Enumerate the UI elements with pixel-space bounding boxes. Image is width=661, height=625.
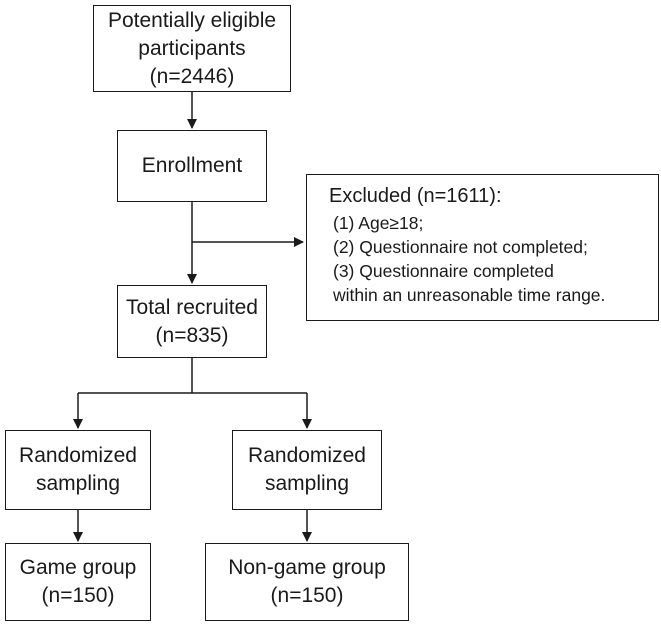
excluded-reason: within an unreasonable time range.: [333, 285, 606, 305]
non-game-group-count: (n=150): [270, 584, 344, 607]
game-group-label: Game group: [19, 556, 137, 579]
excluded-reason: (3) Questionnaire completed: [333, 261, 554, 281]
enrollment-box: Enrollment: [117, 130, 267, 202]
non-game-group-label: Non-game group: [228, 556, 386, 579]
eligible-line2: participants: [138, 36, 246, 60]
eligible-participants-box: Potentially eligible participants (n=244…: [93, 5, 291, 92]
recruited-count: (n=835): [155, 323, 229, 347]
enrollment-label: Enrollment: [141, 154, 243, 177]
non-game-group-box: Non-game group (n=150): [205, 543, 409, 621]
excluded-box: Excluded (n=1611): (1) Age≥18; (2) Quest…: [306, 174, 659, 321]
game-group-count: (n=150): [41, 584, 115, 607]
randomized-sampling-left-box: Randomized sampling: [5, 430, 151, 510]
sampling-left-line1: Randomized: [19, 444, 137, 467]
game-group-box: Game group (n=150): [5, 543, 151, 621]
sampling-right-line2: sampling: [264, 472, 350, 495]
eligible-line1: Potentially eligible: [107, 8, 277, 32]
recruited-label: Total recruited: [126, 295, 258, 319]
excluded-reason: (1) Age≥18;: [333, 213, 424, 233]
excluded-title: Excluded (n=1611):: [329, 185, 502, 207]
total-recruited-box: Total recruited (n=835): [117, 285, 267, 358]
sampling-left-line2: sampling: [35, 472, 121, 495]
randomized-sampling-right-box: Randomized sampling: [232, 430, 382, 510]
excluded-reason: (2) Questionnaire not completed;: [333, 237, 588, 257]
sampling-right-line1: Randomized: [248, 444, 366, 467]
eligible-count: (n=2446): [149, 64, 235, 88]
